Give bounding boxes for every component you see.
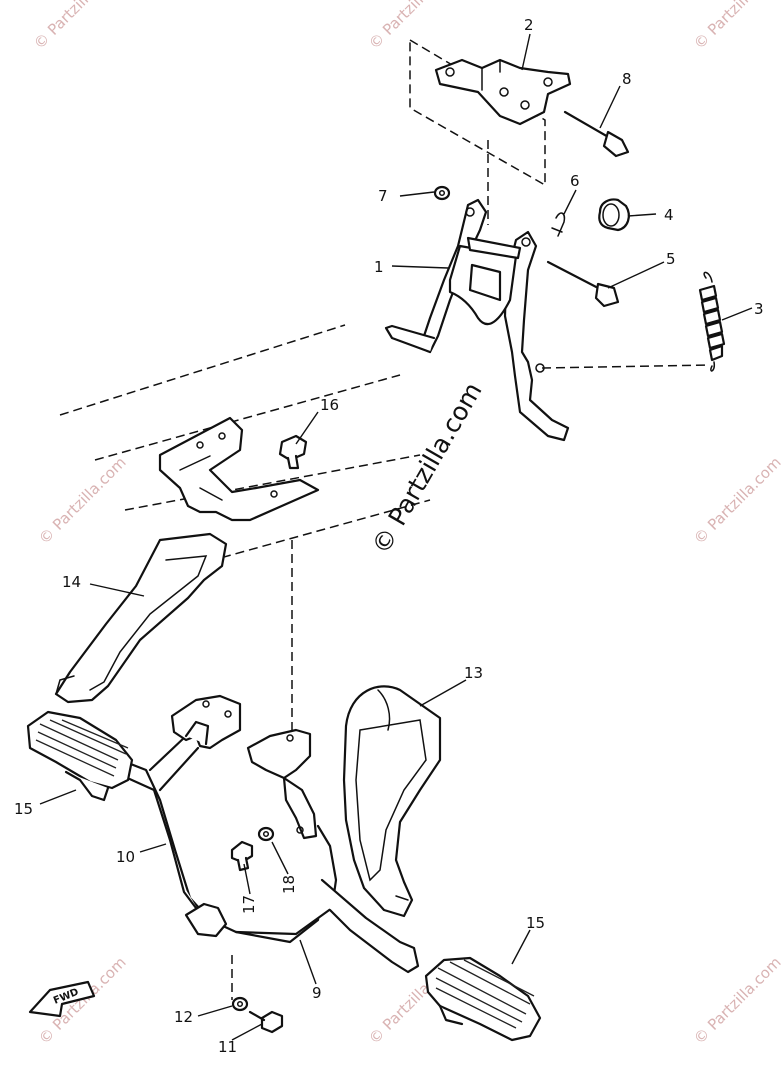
leader-lines [39,33,753,1041]
bolt-8 [563,110,630,158]
callout-2: 2 [524,16,534,34]
rear-guard-14 [54,532,228,704]
callout-3: 3 [754,300,764,318]
stand-bracket [434,58,572,126]
watermark-tile: © Partzilla.com [30,0,125,53]
callout-10: 10 [116,848,135,866]
front-footrest-bracket [246,728,318,840]
rear-footrest-15 [26,710,134,802]
main-stand [384,198,570,442]
callout-6: 6 [570,172,580,190]
rear-footrest-bracket [170,694,242,750]
callout-18: 18 [280,875,298,894]
bolt-11 [248,1010,284,1034]
callout-11: 11 [218,1038,237,1056]
callout-12: 12 [174,1008,193,1026]
watermark-center: © Partzilla.com [366,377,488,559]
callout-14: 14 [62,573,81,591]
washer-18 [257,826,275,842]
bolt-16 [278,434,308,470]
callout-8: 8 [622,70,632,88]
frame-bracket [158,416,320,522]
callout-4: 4 [664,206,674,224]
watermark-tile: © Partzilla.com [35,453,130,548]
callout-7: 7 [378,187,388,205]
washer-7 [433,185,451,201]
bolt-17 [230,840,254,872]
watermark-tile: © Partzilla.com [365,0,460,53]
watermark-tile: © Partzilla.com [690,953,784,1048]
footrest-bars [98,720,420,974]
callout-15-rear: 15 [14,800,33,818]
cotter-pin-6 [551,212,566,237]
callout-13: 13 [464,664,483,682]
callout-15-front: 15 [526,914,545,932]
bushing-4 [598,198,630,232]
callout-1: 1 [374,258,384,276]
washer-12 [231,996,249,1012]
front-footrest-15 [424,956,542,1042]
spring-3 [698,271,726,372]
callout-16: 16 [320,396,339,414]
front-guard-13 [342,685,442,918]
pivot-bolt-5 [546,260,620,308]
callout-9: 9 [312,984,322,1002]
watermark-tile: © Partzilla.com [690,0,784,53]
callout-17: 17 [240,895,258,914]
watermark-tile: © Partzilla.com [690,453,784,548]
fwd-arrow-icon: FWD [28,980,96,1018]
callout-5: 5 [666,250,676,268]
callouts: 1 2 3 4 5 6 7 8 9 10 11 12 13 14 15 15 1… [14,16,764,1056]
